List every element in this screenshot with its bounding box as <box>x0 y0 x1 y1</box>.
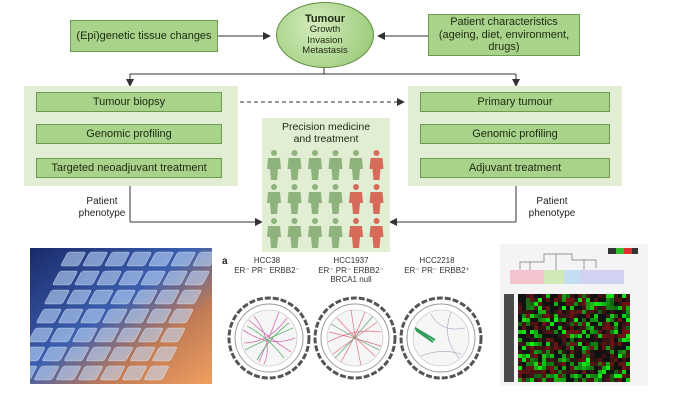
epigenetic-changes-label: (Epi)genetic tissue changes <box>76 29 212 42</box>
tumour-title: Tumour <box>304 13 346 26</box>
cellline-2-extra: BRCA1 null <box>330 275 372 285</box>
step-genomic-profiling-left: Genomic profiling <box>36 124 222 144</box>
patient-figure-icon <box>349 218 363 248</box>
precision-medicine-panel <box>262 118 390 252</box>
patient-figure-icon <box>369 150 384 180</box>
heatmap-figure <box>500 244 648 386</box>
cellline-3-name: HCC2218 <box>419 256 455 265</box>
panel-letter-a: a <box>222 256 228 267</box>
step-primary-tumour: Primary tumour <box>420 92 610 112</box>
patient-phenotype-right: Patient phenotype <box>512 196 592 219</box>
patient-figures-grid <box>267 150 384 248</box>
patient-figure-icon <box>287 150 302 180</box>
patient-figure-icon <box>369 184 384 214</box>
circos-plot-2 <box>313 296 397 380</box>
cellline-1-label: HCC38 ER⁻ PR⁻ ERBB2⁻ <box>212 256 322 275</box>
patient-characteristics-box: Patient characteristics (ageing, diet, e… <box>428 14 580 56</box>
patient-figure-icon <box>369 218 384 248</box>
cellline-2-label: HCC1937 ER⁻ PR⁻ ERBB2⁻ BRCA1 null <box>296 256 406 285</box>
patient-figure-icon <box>328 218 343 248</box>
cellline-3-receptor: ER⁻ PR⁻ ERBB2⁺ <box>404 265 470 275</box>
patient-figure-icon <box>287 184 302 214</box>
cellline-1-receptor: ER⁻ PR⁻ ERBB2⁻ <box>234 265 300 275</box>
patient-figure-icon <box>267 218 281 248</box>
patient-figure-icon <box>328 150 343 180</box>
tumour-line-metastasis: Metastasis <box>302 45 348 57</box>
precision-medicine-title: Precision medicine and treatment <box>262 121 390 145</box>
patient-figure-icon <box>328 184 343 214</box>
patient-figure-icon <box>349 184 363 214</box>
patient-figure-icon <box>287 218 302 248</box>
step-targeted-neoadjuvant: Targeted neoadjuvant treatment <box>36 158 222 178</box>
step-targeted-neoadjuvant-label: Targeted neoadjuvant treatment <box>51 162 207 174</box>
patient-phenotype-left: Patient phenotype <box>62 196 142 219</box>
cellline-1-name: HCC38 <box>253 256 281 265</box>
patient-figure-icon <box>349 150 363 180</box>
step-adjuvant-treatment: Adjuvant treatment <box>420 158 610 178</box>
tumour-line-invasion: Invasion <box>307 34 343 46</box>
patient-phenotype-left-label: Patient phenotype <box>78 196 126 219</box>
patient-figure-icon <box>308 184 322 214</box>
step-tumour-biopsy: Tumour biopsy <box>36 92 222 112</box>
precision-medicine-title-line1: Precision medicine <box>281 121 371 133</box>
step-genomic-profiling-right: Genomic profiling <box>420 124 610 144</box>
patient-characteristics-label: Patient characteristics (ageing, diet, e… <box>438 16 570 54</box>
step-genomic-profiling-left-label: Genomic profiling <box>86 128 172 140</box>
step-adjuvant-treatment-label: Adjuvant treatment <box>468 162 562 174</box>
circos-plots <box>227 296 483 380</box>
step-tumour-biopsy-label: Tumour biopsy <box>92 96 166 108</box>
cellline-2-name: HCC1937 <box>333 256 369 265</box>
patient-figure-icon <box>267 150 281 180</box>
heatmap-dendrogram <box>519 253 597 270</box>
cellline-2-receptor: ER⁻ PR⁻ ERBB2⁻ <box>318 265 384 275</box>
tumour-line-growth: Growth <box>309 24 341 36</box>
keyboard-photo <box>30 248 212 384</box>
patient-figure-icon <box>267 184 281 214</box>
circos-plot-1 <box>227 296 311 380</box>
step-primary-tumour-label: Primary tumour <box>477 96 553 108</box>
step-genomic-profiling-right-label: Genomic profiling <box>472 128 558 140</box>
circos-plot-3 <box>399 296 483 380</box>
cellline-3-label: HCC2218 ER⁻ PR⁻ ERBB2⁺ <box>382 256 492 275</box>
tumour-circle: Tumour Growth Invasion Metastasis <box>276 2 374 68</box>
precision-medicine-title-line2: and treatment <box>293 133 359 146</box>
patient-figure-icon <box>308 218 322 248</box>
patient-phenotype-right-label: Patient phenotype <box>528 196 576 219</box>
epigenetic-changes-box: (Epi)genetic tissue changes <box>70 20 218 52</box>
patient-figure-icon <box>308 150 322 180</box>
